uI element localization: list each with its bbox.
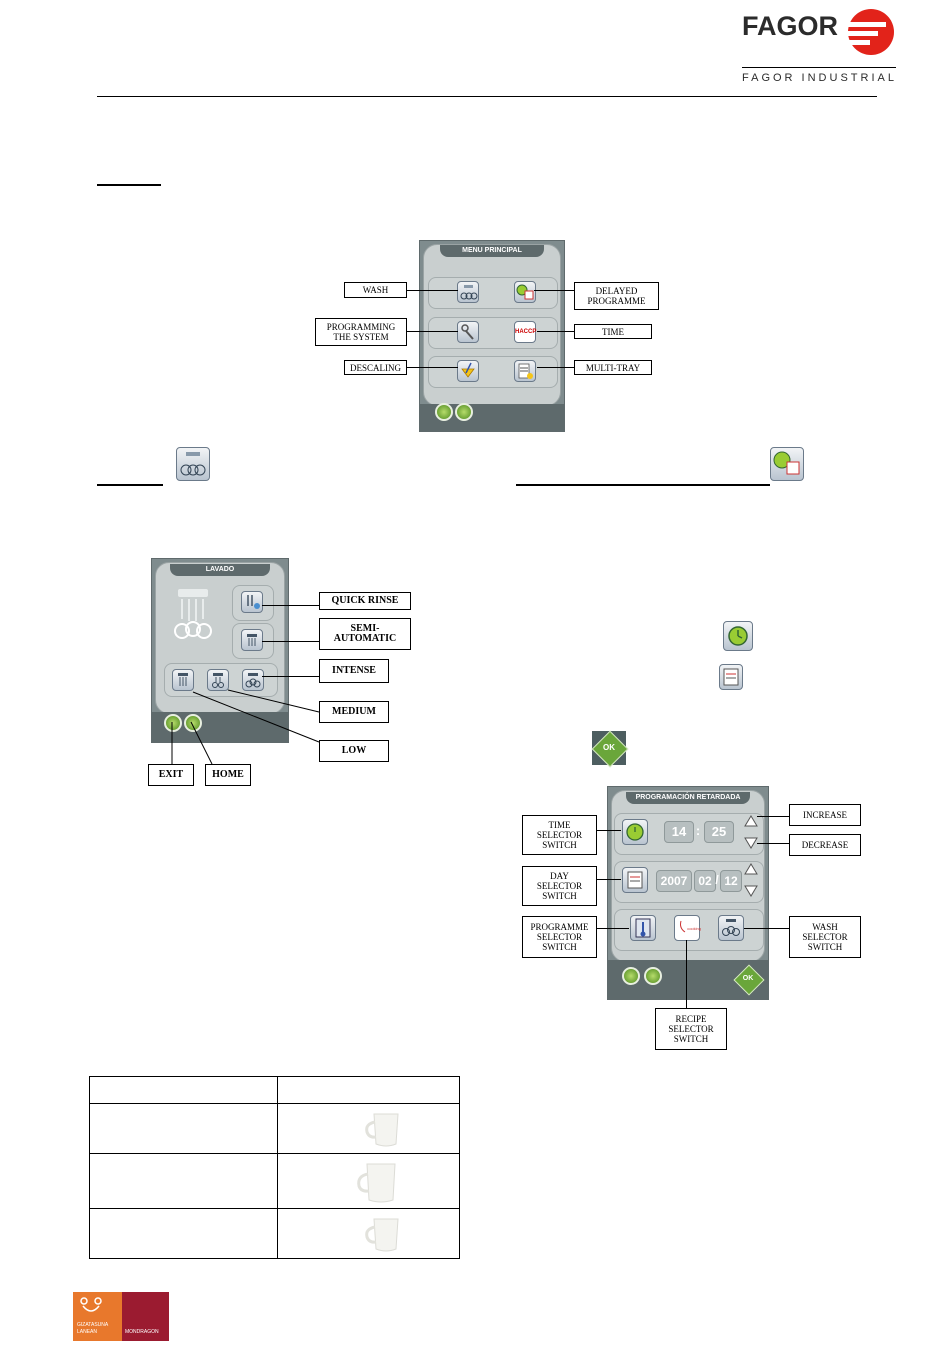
section-heading-underline-wash (97, 484, 163, 486)
label-low: LOW (319, 740, 389, 762)
mug-medium-icon (365, 1218, 399, 1252)
haccp-time-icon[interactable]: HACCP (514, 321, 536, 343)
programacion-home-button[interactable] (644, 967, 662, 985)
label-multi-tray: MULTI-TRAY (574, 360, 652, 375)
mug-large-icon (357, 1163, 396, 1203)
menu-principal-screen: MENU PRINCIPAL HACCP (419, 240, 565, 432)
delayed-programme-icon[interactable] (514, 281, 536, 303)
programme-selector-switch[interactable] (630, 915, 656, 941)
year-field[interactable]: 2007 (656, 870, 692, 892)
recipe-icon-text: cooking (687, 926, 701, 931)
wash-selector-switch[interactable] (718, 915, 744, 941)
wash-heading-icon (176, 447, 210, 481)
semi-automatic-icon[interactable] (241, 629, 263, 651)
menu-home-button[interactable] (455, 403, 473, 421)
label-decrease: DECREASE (789, 834, 861, 856)
table-header-right (277, 1076, 460, 1104)
ok-text: OK (742, 975, 754, 982)
table-row-1-right (277, 1103, 460, 1154)
recipe-selector-switch[interactable]: cooking (674, 915, 701, 941)
hours-field[interactable]: 14 (664, 821, 694, 843)
intense-icon[interactable] (172, 669, 194, 691)
date-decrease-icon[interactable] (744, 885, 758, 897)
programming-system-icon[interactable] (457, 321, 479, 343)
delayed-heading-icon (770, 447, 804, 481)
minutes-field[interactable]: 25 (704, 821, 734, 843)
label-wash: WASH (344, 282, 407, 298)
ok-inline-text: OK (603, 743, 615, 752)
section-heading-underline-delayed (516, 484, 770, 486)
menu-exit-button[interactable] (435, 403, 453, 421)
label-semi-automatic: SEMI-AUTOMATIC (319, 618, 411, 650)
time-increase-icon[interactable] (744, 815, 758, 827)
label-exit: EXIT (148, 764, 194, 786)
label-home: HOME (205, 764, 251, 786)
mug-small-icon (365, 1113, 399, 1147)
day-selector-inline-icon (719, 664, 743, 690)
cup-table (89, 1076, 460, 1259)
footer-logo-right: MONDRAGON (122, 1292, 169, 1341)
day-selector-switch[interactable] (622, 867, 648, 893)
table-row-2-left (89, 1153, 278, 1209)
day-field[interactable]: 12 (720, 870, 742, 892)
label-quick-rinse: QUICK RINSE (319, 592, 411, 610)
lavado-title: LAVADO (170, 564, 270, 576)
footer-left-line-2: LANEAN (77, 1329, 98, 1335)
multi-tray-icon[interactable] (514, 360, 536, 382)
fagor-logo-icon (846, 9, 894, 55)
month-field[interactable]: 02 (694, 870, 716, 892)
lavado-exit-button[interactable] (164, 714, 182, 732)
date-increase-icon[interactable] (744, 863, 758, 875)
programacion-screen: PROGRAMACIÓN RETARDADA 14 : 25 2007 02 /… (607, 786, 769, 1000)
low-icon[interactable] (242, 669, 264, 691)
table-row-1-left (89, 1103, 278, 1154)
wash-icon[interactable] (457, 281, 479, 303)
section-heading-underline-1 (97, 184, 161, 186)
programacion-exit-button[interactable] (622, 967, 640, 985)
footer-left-line-1: GIZATASUNA (77, 1322, 109, 1328)
label-time: TIME (574, 324, 652, 339)
time-selector-inline-icon (723, 621, 753, 651)
ok-inline-icon: OK (591, 730, 629, 768)
table-row-3-left (89, 1208, 278, 1259)
brand-underline (742, 67, 896, 68)
programacion-title: PROGRAMACIÓN RETARDADA (626, 792, 750, 804)
brand-subtitle: FAGOR INDUSTRIAL (742, 72, 897, 84)
footer-right-text: MONDRAGON (125, 1329, 159, 1335)
label-descaling: DESCALING (344, 360, 407, 375)
time-separator: : (695, 823, 701, 838)
label-increase: INCREASE (789, 804, 861, 826)
brand-name: FAGOR (742, 11, 839, 41)
header-rule (97, 96, 877, 97)
programacion-ok-button[interactable]: OK (733, 964, 765, 996)
table-row-3-right (277, 1208, 460, 1259)
lavado-screen: LAVADO (151, 558, 289, 743)
lavado-home-button[interactable] (184, 714, 202, 732)
menu-principal-title: MENU PRINCIPAL (440, 245, 544, 257)
haccp-text: HACCP (515, 329, 537, 335)
date-separator: / (715, 873, 719, 887)
time-selector-switch[interactable] (622, 819, 648, 845)
time-decrease-icon[interactable] (744, 837, 758, 849)
label-medium: MEDIUM (319, 701, 389, 723)
label-intense: INTENSE (319, 659, 389, 683)
footer-logo-left: GIZATASUNA LANEAN (73, 1292, 122, 1341)
table-header-left (89, 1076, 278, 1104)
shower-wash-graphic (174, 589, 212, 639)
quick-rinse-icon[interactable] (241, 591, 263, 613)
gizatasuna-logo-icon (80, 1297, 102, 1312)
medium-icon[interactable] (207, 669, 229, 691)
descaling-icon[interactable] (457, 360, 479, 382)
